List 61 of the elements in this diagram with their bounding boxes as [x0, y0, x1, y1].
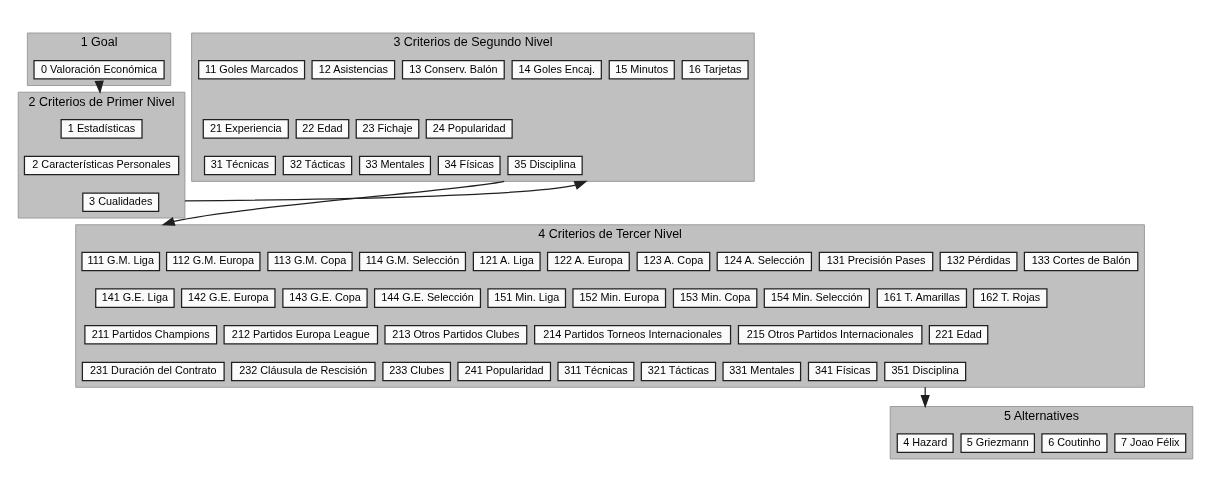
node-box: 231 Duración del Contrato — [81, 361, 225, 381]
node-box: 154 Min. Selección — [763, 287, 870, 308]
node-box: 331 Mentales — [722, 361, 802, 381]
node-box: 162 T. Rojas — [972, 287, 1048, 308]
node-box: 214 Partidos Torneos Internacionales — [534, 324, 732, 345]
node-box: 144 G.E. Selección — [373, 287, 482, 308]
node-box: 11 Goles Marcados — [198, 59, 306, 79]
node-box: 114 G.M. Selección — [358, 251, 467, 271]
node-box: 4 Hazard — [896, 432, 954, 453]
node-box: 143 G.E. Copa — [282, 287, 368, 308]
node-box: 12 Asistencias — [311, 59, 396, 79]
node-box: 311 Técnicas — [557, 361, 635, 381]
node-box: 233 Clubes — [382, 361, 452, 381]
node-box: 211 Partidos Champions — [84, 324, 218, 345]
node-box: 0 Valoración Económica — [33, 59, 165, 79]
node-box: 341 Físicas — [807, 361, 878, 381]
node-box: 141 G.E. Liga — [95, 287, 175, 308]
arrow — [161, 180, 505, 226]
node-box: 23 Fichaje — [355, 118, 420, 139]
node-box: 5 Griezmann — [960, 432, 1036, 453]
node-box: 122 A. Europa — [546, 251, 630, 271]
node-box: 241 Popularidad — [457, 361, 552, 381]
node-box: 15 Minutos — [608, 59, 675, 79]
node-box: 3 Cualidades — [82, 191, 160, 212]
node-box: 113 G.M. Copa — [267, 251, 353, 271]
node-box: 121 A. Liga — [472, 251, 541, 271]
node-box: 35 Disciplina — [507, 155, 583, 175]
node-box: 33 Mentales — [358, 155, 432, 175]
node-box: 131 Precisión Pases — [818, 251, 934, 271]
node-box: 16 Tarjetas — [681, 59, 749, 79]
node-box: 34 Físicas — [437, 155, 501, 175]
node-box: 133 Cortes de Balón — [1023, 251, 1139, 271]
node-box: 24 Popularidad — [425, 118, 513, 139]
node-box: 153 Min. Copa — [672, 287, 758, 308]
node-box: 112 G.M. Europa — [165, 251, 261, 271]
node-box: 32 Tácticas — [282, 155, 353, 175]
node-box: 152 Min. Europa — [572, 287, 667, 308]
node-box: 123 A. Copa — [636, 251, 711, 271]
node-box: 232 Cláusula de Rescisión — [231, 361, 376, 381]
node-box: 351 Disciplina — [884, 361, 967, 381]
node-box: 111 G.M. Liga — [81, 251, 161, 271]
node-box: 151 Min. Liga — [487, 287, 567, 308]
node-box: 14 Goles Encaj. — [511, 59, 602, 79]
node-box: 6 Coutinho — [1041, 432, 1108, 453]
node-box: 124 A. Selección — [716, 251, 813, 271]
node-box: 132 Pérdidas — [939, 251, 1018, 271]
node-box: 22 Edad — [295, 118, 350, 139]
node-box: 31 Técnicas — [203, 155, 276, 175]
node-box: 1 Estadísticas — [60, 118, 143, 139]
node-box: 215 Otros Partidos Internacionales — [737, 324, 923, 345]
arrow — [184, 180, 588, 202]
node-box: 2 Características Personales — [23, 155, 180, 175]
node-box: 13 Conserv. Balón — [401, 59, 505, 79]
node-box: 142 G.E. Europa — [180, 287, 276, 308]
node-box: 213 Otros Partidos Clubes — [384, 324, 528, 345]
node-box: 321 Tácticas — [640, 361, 717, 381]
node-box: 212 Partidos Europa League — [223, 324, 379, 345]
node-box: 7 Joao Félix — [1114, 432, 1187, 453]
node-box: 221 Edad — [928, 324, 989, 345]
node-box: 21 Experiencia — [202, 118, 289, 139]
node-box: 161 T. Amarillas — [876, 287, 968, 308]
